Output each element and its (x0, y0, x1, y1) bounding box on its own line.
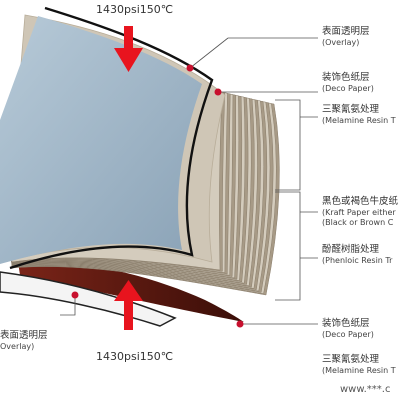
label-melamine-top-cn: 三聚氰氨处理 (322, 104, 380, 115)
label-overlay-bottom-en: Overlay) (0, 341, 35, 351)
marker-dot (214, 88, 222, 96)
label-overlay-top-cn: 表面透明层 (322, 26, 370, 37)
label-phenolic-cn: 酚醛树脂处理 (322, 244, 380, 255)
label-melamine-bottom: 三聚氰氨处理 (Melamine Resin T (322, 354, 396, 376)
bottom-pressure-arrow-icon (114, 280, 143, 330)
top-pressure-arrow-icon (114, 26, 143, 72)
label-kraft: 黑色或褐色牛皮纸 (Kraft Paper either (Black or B… (322, 196, 398, 228)
top-overlay-outline (9, 6, 214, 270)
marker-dot (186, 64, 194, 72)
label-deco-top-en: (Deco Paper) (322, 83, 374, 93)
label-overlay-bottom-cn: 表面透明层 (0, 330, 48, 341)
label-deco-bottom-en: (Deco Paper) (322, 329, 374, 339)
label-melamine-top: 三聚氰氨处理 (Melamine Resin T (322, 104, 396, 126)
label-overlay-top: 表面透明层 (Overlay) (322, 26, 370, 48)
bracket-melamine (275, 99, 301, 191)
label-deco-bottom-cn: 装饰色纸层 (322, 318, 370, 329)
label-kraft-en1: (Kraft Paper either (322, 207, 396, 217)
label-phenolic-en: (Phenloic Resin Tr (322, 255, 393, 265)
watermark-text: www.***.c (340, 384, 391, 395)
pressure-label-top: 1430psi150℃ (96, 3, 174, 16)
bracket-kraft (275, 191, 301, 301)
label-deco-top-cn: 装饰色纸层 (322, 72, 370, 83)
marker-dot (236, 320, 244, 328)
label-deco-bottom: 装饰色纸层 (Deco Paper) (322, 318, 374, 340)
label-deco-top: 装饰色纸层 (Deco Paper) (322, 72, 374, 94)
label-kraft-en2: (Black or Brown C (322, 217, 394, 227)
pressure-label-bottom: 1430psi150℃ (96, 350, 174, 363)
top-overlay-sheet (0, 16, 202, 264)
label-melamine-bottom-en: (Melamine Resin T (322, 365, 396, 375)
leader-overlay-bottom (60, 295, 76, 316)
label-overlay-bottom: 表面透明层 Overlay) (0, 330, 48, 352)
marker-dot (71, 291, 79, 299)
label-melamine-top-en: (Melamine Resin T (322, 115, 396, 125)
label-melamine-bottom-cn: 三聚氰氨处理 (322, 354, 380, 365)
label-overlay-top-en: (Overlay) (322, 37, 360, 47)
leader-overlay-top (189, 37, 229, 69)
leader-lines (60, 37, 318, 325)
label-kraft-cn: 黑色或褐色牛皮纸 (322, 196, 399, 207)
label-phenolic: 酚醛树脂处理 (Phenloic Resin Tr (322, 244, 392, 266)
